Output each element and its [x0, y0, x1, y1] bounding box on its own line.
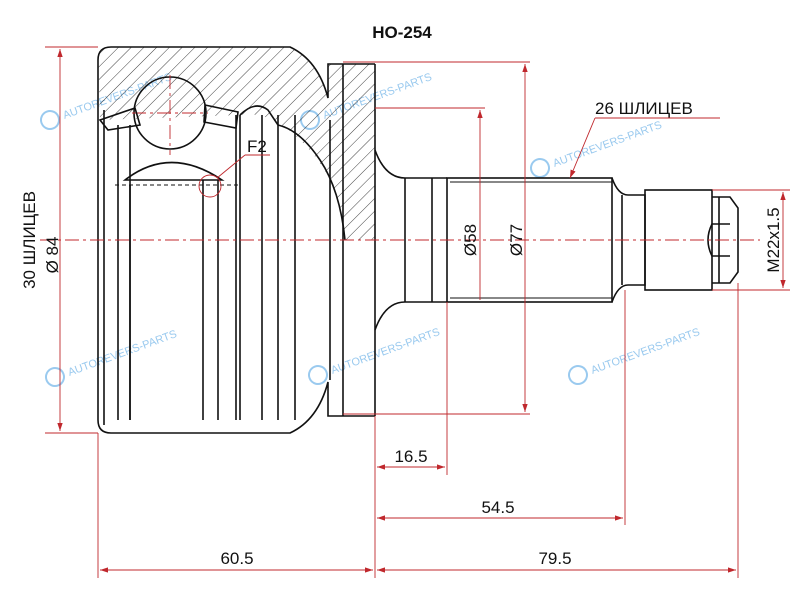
inner-race — [122, 161, 225, 181]
svg-text:AUTOREVERS-PARTS: AUTOREVERS-PARTS — [66, 328, 178, 379]
thread-label: M22x1.5 — [764, 207, 783, 272]
d77-label: Ø77 — [507, 224, 526, 256]
cage-right — [203, 104, 239, 129]
dim-16-5: 16.5 — [394, 447, 427, 466]
d58-label: Ø58 — [461, 224, 480, 256]
f2-callout-circle — [198, 174, 222, 198]
shaft-splines-label: 26 ШЛИЦЕВ — [595, 99, 693, 118]
svg-text:AUTOREVERS-PARTS: AUTOREVERS-PARTS — [551, 119, 663, 170]
part-number-title: HO-254 — [372, 23, 432, 42]
housing-diameter-label: Ø 84 — [43, 237, 62, 274]
f2-label: F2 — [247, 137, 267, 156]
housing-splines-label: 30 ШЛИЦЕВ — [20, 191, 39, 289]
housing-section-hatch — [98, 47, 375, 240]
svg-text:AUTOREVERS-PARTS: AUTOREVERS-PARTS — [329, 326, 441, 377]
svg-text:AUTOREVERS-PARTS: AUTOREVERS-PARTS — [589, 326, 701, 377]
cage-left — [98, 106, 142, 131]
dim-60-5: 60.5 — [220, 549, 253, 568]
dim-79-5: 79.5 — [538, 549, 571, 568]
dim-54-5: 54.5 — [481, 498, 514, 517]
